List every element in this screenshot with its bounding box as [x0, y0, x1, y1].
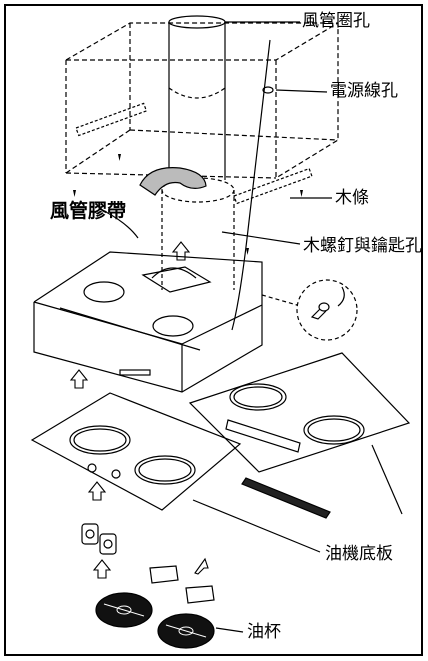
hood-body	[33, 251, 263, 393]
right-baffle-plate	[188, 352, 411, 473]
screw-keyhole-label: 木螺釘與鑰匙孔	[303, 236, 422, 256]
duct-pipe	[161, 15, 235, 290]
clips	[149, 565, 215, 604]
duct-hole-label: 風管圈孔	[302, 11, 370, 31]
leader-lines	[105, 21, 403, 633]
keyhole-detail	[261, 279, 358, 341]
wood-strips	[75, 102, 313, 205]
power-cord-hole-label: 電源線孔	[330, 81, 398, 101]
duct-tape	[139, 167, 207, 196]
baffle-plate-label: 油機底板	[325, 544, 393, 564]
diagram-frame	[4, 4, 423, 656]
grease-cup-label: 油杯	[247, 622, 281, 642]
cabinet-box	[65, 22, 339, 179]
diffuser-strip	[241, 477, 331, 519]
left-baffle-plate	[30, 392, 242, 511]
wood-strip-label: 木條	[335, 188, 369, 208]
screws	[73, 154, 303, 255]
duct-tape-label: 風管膠帶	[50, 200, 127, 222]
up-arrows	[69, 241, 209, 579]
knobs	[81, 523, 117, 555]
grease-cups	[95, 592, 215, 649]
power-cord	[231, 39, 271, 331]
